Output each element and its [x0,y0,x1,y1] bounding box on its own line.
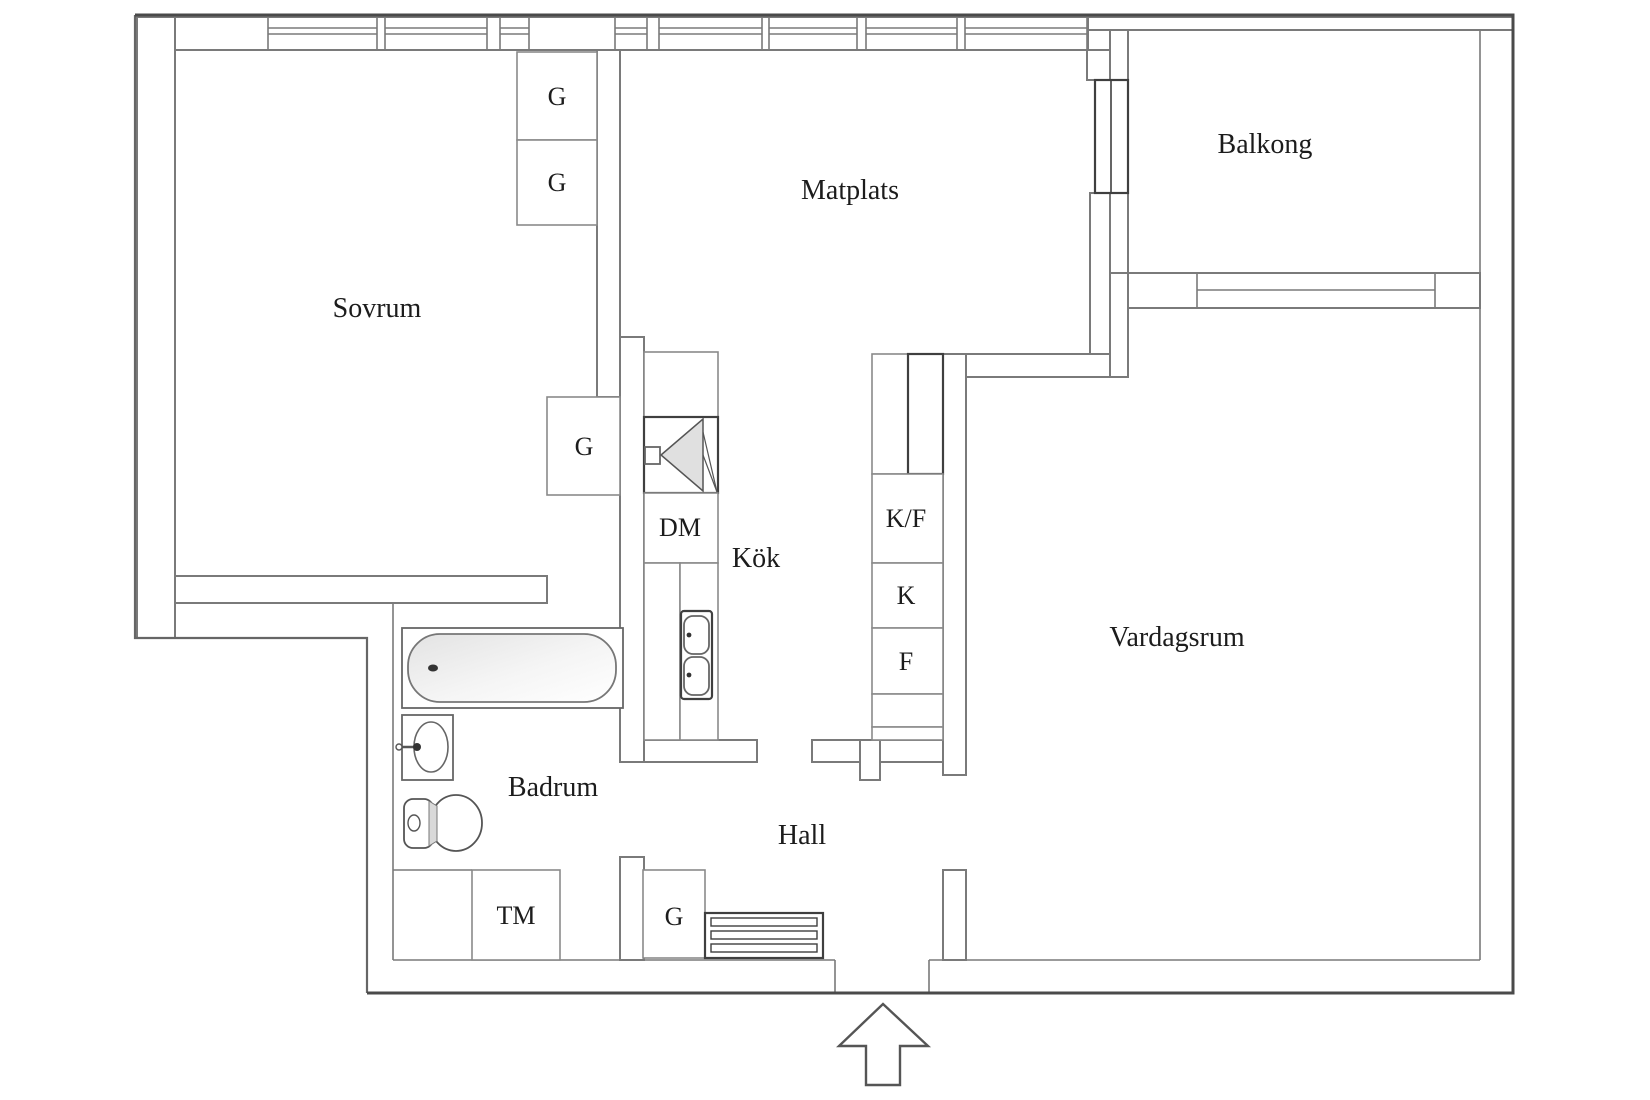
room-sovrum-label: Sovrum [333,293,422,324]
unit-labels: G G G G DM K/F K F TM [497,82,927,931]
walls [136,16,1514,993]
bathtub-icon [401,627,624,709]
fridge-freezer-label: K/F [886,504,926,533]
kitchen-west-wall [619,336,645,763]
vardagsrum-north-wall [942,353,1116,378]
sovrum-matplats-wall [596,49,621,398]
wardrobe-label: G [575,432,594,461]
window [499,17,530,50]
fridge-box [871,562,944,629]
vardagsrum-west-wall [942,353,967,776]
window [267,17,378,50]
matplats-east-wall-top [1086,49,1111,81]
window [865,17,958,50]
toilet-icon [403,794,483,852]
wardrobe-box [642,869,706,959]
counter-section [643,562,681,741]
kitchen-south-wall-west [643,739,758,763]
kitchen-units [871,352,945,741]
room-vardagsrum-label: Vardagsrum [1109,622,1245,653]
wardrobe-label: G [665,902,684,931]
wardrobes [516,51,706,959]
balcony-window [1196,273,1436,308]
outer-boundary-left [133,15,369,993]
entrance-arrow-icon [836,1002,932,1087]
sovrum-south-wall [174,575,548,604]
washing-machine-label: TM [497,901,536,930]
windows-top [267,17,1088,50]
tall-cabinet [906,352,945,476]
wardrobe-label: G [548,82,567,111]
outer-boundary-main [135,13,1515,995]
room-balkong-label: Balkong [1218,129,1313,160]
room-kok-label: Kök [732,543,780,574]
unit-plinth [871,726,944,741]
window [658,17,763,50]
balcony-vardagsrum-corner [1109,272,1129,378]
wardrobe-box [516,51,598,141]
fridge-freezer-box [871,473,944,564]
hall-vardagsrum-stub [942,869,967,961]
window [614,17,648,50]
fridge-label: K [897,581,916,610]
washing-machine-box [471,869,561,961]
bathroom-door-south-stub [619,856,645,961]
left-wall-band [136,16,176,639]
window [768,17,858,50]
room-hall-label: Hall [778,820,826,851]
washbasin-icon [395,714,454,781]
balcony-door [1093,78,1130,195]
room-badrum-label: Badrum [508,772,598,803]
wardrobe-label: G [548,168,567,197]
kitchen-counter [642,351,720,741]
room-labels: Sovrum Matplats Balkong Vardagsrum Kök B… [333,129,1313,851]
unit-blank [871,693,944,728]
kitchen-sink-icon [679,609,714,701]
stove-icon [644,417,718,493]
window [384,17,488,50]
dishwasher-label: DM [659,513,701,542]
window [964,17,1088,50]
hall-rack-icon [703,911,825,960]
wardrobe-box [546,396,621,496]
room-matplats-label: Matplats [801,175,899,206]
freezer-label: F [899,647,913,676]
counter-section [643,351,719,418]
kitchen-south-stub [859,739,881,781]
balcony-top-band [1087,16,1514,31]
wardrobe-box [516,139,598,226]
bathroom-fixtures [395,627,624,961]
dishwasher-box [643,492,719,564]
